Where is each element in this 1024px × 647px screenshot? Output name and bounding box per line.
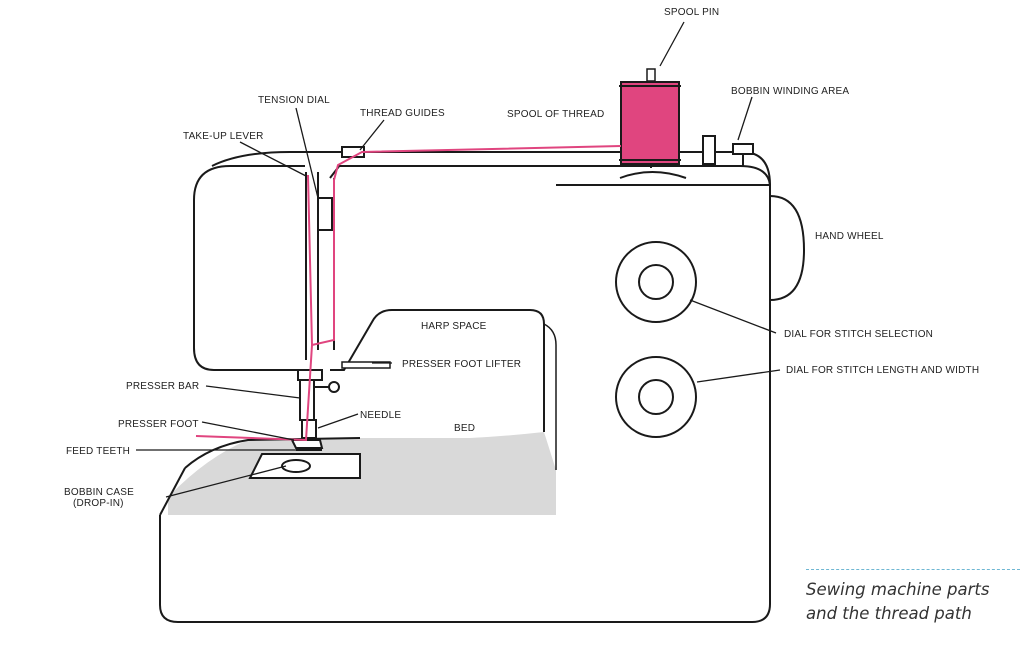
presser-foot-shape — [290, 439, 324, 449]
label-dial-stitch-length-width: DIAL FOR STITCH LENGTH AND WIDTH — [786, 365, 979, 376]
caption-line-1: Sewing machine parts — [806, 580, 990, 599]
label-bobbin-winding-area: BOBBIN WINDING AREA — [731, 86, 849, 97]
bobbin-winder-stop — [732, 143, 754, 155]
machine-top — [211, 151, 771, 186]
label-feed-teeth: FEED TEETH — [66, 446, 130, 457]
presser-foot-lifter — [341, 361, 391, 369]
presser-screw — [328, 381, 340, 393]
stitch-length-dial-inner — [638, 379, 674, 415]
label-needle: NEEDLE — [360, 410, 401, 421]
label-thread-guides: THREAD GUIDES — [360, 108, 445, 119]
top-surface-line — [340, 165, 771, 186]
label-presser-foot: PRESSER FOOT — [118, 419, 199, 430]
spool-of-thread — [620, 81, 680, 165]
label-bobbin-case-line1: BOBBIN CASE — [64, 487, 134, 498]
machine-base — [159, 184, 771, 623]
figure-caption: Sewing machine parts and the thread path — [806, 578, 989, 626]
bed-top-edge — [184, 437, 361, 469]
label-presser-foot-lifter: PRESSER FOOT LIFTER — [402, 359, 521, 370]
label-hand-wheel: HAND WHEEL — [815, 231, 884, 242]
base-left-side — [159, 467, 186, 516]
label-spool-pin: SPOOL PIN — [664, 7, 719, 18]
spool-pin-top — [646, 68, 656, 82]
label-dial-stitch-selection: DIAL FOR STITCH SELECTION — [784, 329, 933, 340]
machine-arm — [193, 165, 545, 432]
label-tension-dial: TENSION DIAL — [258, 95, 330, 106]
label-presser-bar: PRESSER BAR — [126, 381, 199, 392]
tension-dial — [317, 197, 333, 231]
bed-shading — [168, 432, 556, 515]
thread-path — [195, 145, 622, 442]
top-ridge — [335, 166, 770, 185]
bobbin-winder-post — [702, 135, 716, 165]
caption-divider — [806, 569, 1020, 570]
label-harp-space: HARP SPACE — [421, 321, 487, 332]
harp-right-edge — [543, 323, 557, 470]
needle-clamp — [301, 419, 317, 439]
stitch-selection-dial-inner — [638, 264, 674, 300]
spool-base — [619, 171, 687, 179]
caption-line-2: and the thread path — [806, 604, 972, 623]
bobbin-cover — [281, 459, 311, 473]
hand-wheel — [769, 195, 806, 301]
stitch-selection-dial-outer — [615, 241, 697, 323]
stitch-length-dial-outer — [615, 356, 697, 438]
label-bobbin-case-line2: (DROP-IN) — [73, 498, 124, 509]
label-take-up-lever: TAKE-UP LEVER — [183, 131, 264, 142]
leader-lines — [136, 21, 781, 498]
label-spool-of-thread: SPOOL OF THREAD — [507, 109, 604, 120]
label-bed: BED — [454, 423, 475, 434]
